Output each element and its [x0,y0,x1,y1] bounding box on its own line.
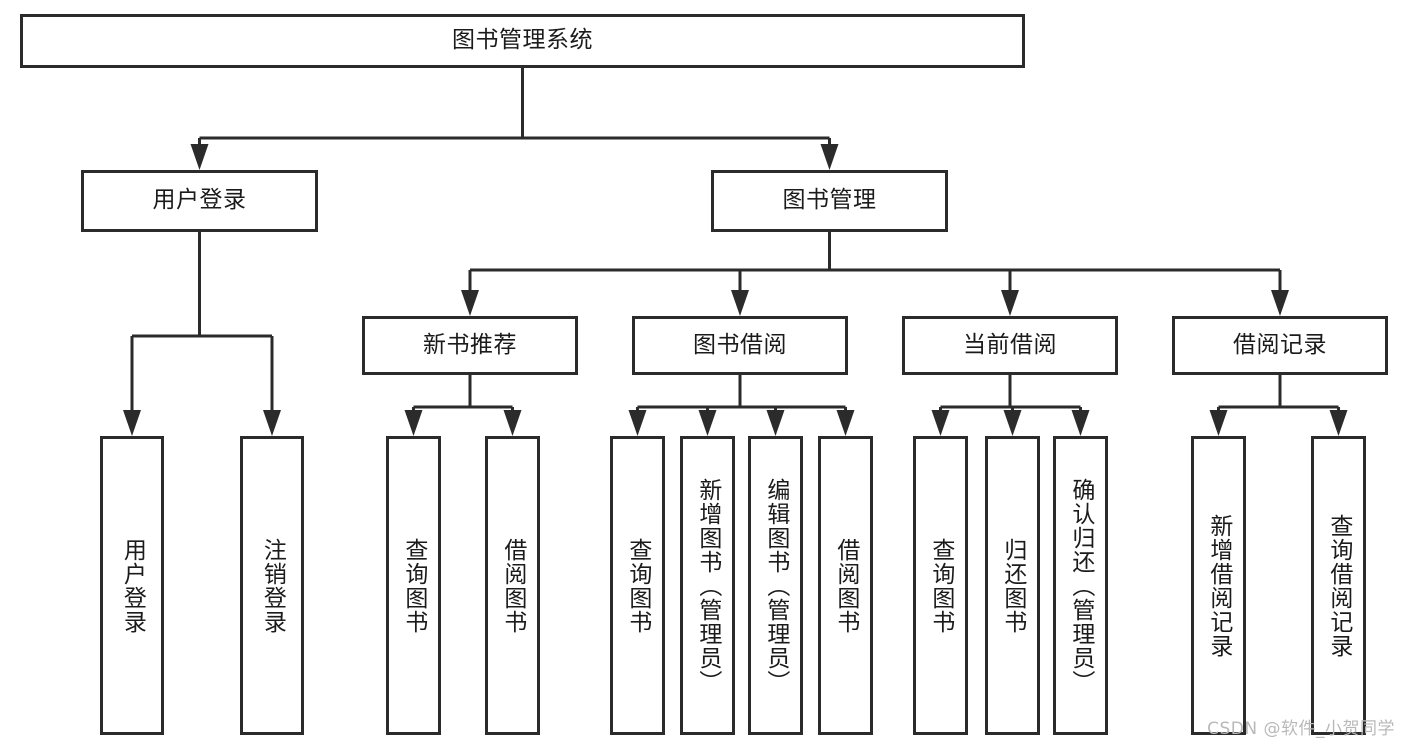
arrow-head-user-login-leaf [123,410,141,436]
node-box-current-borrow[interactable] [902,316,1118,375]
arrow-head-add-borrow-record [1209,410,1228,436]
node-box-root[interactable] [20,14,1025,68]
node-box-query-book-borrow[interactable] [610,436,665,735]
arrow-head-query-book-rec [404,410,423,436]
node-box-borrow-book-rec[interactable] [485,436,540,735]
arrow-head-query-book-borrow [628,410,647,436]
arrow-head-borrow-record [1271,290,1289,316]
node-box-book-borrow[interactable] [632,316,848,375]
arrow-head-user-logout-leaf [263,410,281,436]
node-box-return-book[interactable] [985,436,1040,735]
arrow-head-borrow-book [836,410,855,436]
arrow-head-user-login [190,144,209,170]
node-box-add-book-admin[interactable] [680,436,735,735]
node-box-user-logout-leaf[interactable] [240,436,304,735]
node-box-query-book-rec[interactable] [386,436,441,735]
arrow-head-current-borrow [1001,290,1019,316]
node-box-borrow-book[interactable] [818,436,873,735]
connector-lines-group [123,68,1348,436]
arrow-head-query-book-current [931,410,950,436]
node-box-new-book-recommend[interactable] [362,316,578,375]
arrow-head-query-borrow-record [1329,410,1348,436]
arrow-head-book-borrow [731,290,749,316]
node-box-add-borrow-record[interactable] [1191,436,1246,735]
arrow-head-add-book-admin [698,410,717,436]
arrow-head-confirm-return-admin [1071,410,1090,436]
node-box-borrow-record[interactable] [1172,316,1388,375]
arrow-head-new-book-recommend [461,290,479,316]
node-box-confirm-return-admin[interactable] [1053,436,1108,735]
arrow-head-book-management [820,144,839,170]
node-boxes-group [20,14,1388,735]
arrow-head-borrow-book-rec [503,410,522,436]
arrow-head-return-book [1003,410,1022,436]
node-box-query-borrow-record[interactable] [1311,436,1366,735]
node-box-query-book-current[interactable] [913,436,968,735]
node-box-user-login[interactable] [81,170,318,232]
node-box-edit-book-admin[interactable] [748,436,803,735]
node-box-user-login-leaf[interactable] [100,436,164,735]
node-box-book-management[interactable] [711,170,948,232]
arrow-head-edit-book-admin [766,410,785,436]
